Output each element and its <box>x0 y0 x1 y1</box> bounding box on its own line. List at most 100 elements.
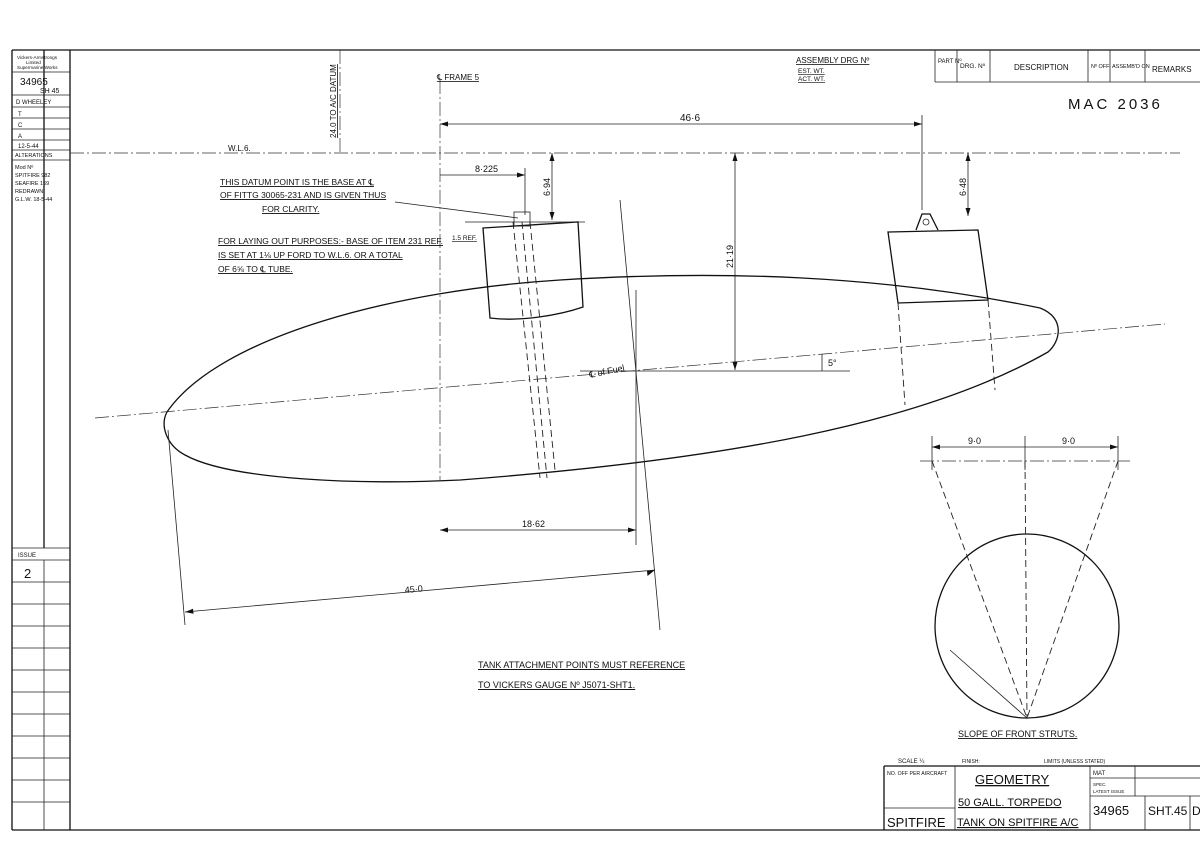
datum-note-line-2: OF FITTG 30065-231 AND IS GIVEN THUS <box>220 190 386 200</box>
torpedo-tank-outline <box>163 274 1059 483</box>
title-sheet: SHT.45 <box>1148 804 1188 818</box>
dim-span-top: 46·6 <box>680 113 700 124</box>
front-strut-hidden-1 <box>512 221 541 479</box>
datum-label: 24.0 TO A/C DATUM <box>329 64 338 138</box>
arrow-icon <box>628 527 636 533</box>
strut-slope-left <box>931 460 1028 719</box>
assembly-drg-label: ASSEMBLY DRG Nº <box>796 56 869 65</box>
front-strut-hidden-3 <box>529 221 556 471</box>
datum-note-line-1: THIS DATUM POINT IS THE BASE AT ℄ <box>220 177 374 187</box>
act-wt-label: ACT. WT. <box>798 76 825 83</box>
assembly-table <box>934 50 1200 83</box>
sidebar-alteration-4: REDRAWN. <box>15 189 45 195</box>
arrow-icon <box>440 121 448 127</box>
arrow-icon <box>932 444 940 450</box>
remarks-label: REMARKS <box>1152 65 1192 74</box>
limits-label: LIMITS (UNLESS STATED) <box>1044 759 1106 765</box>
latest-issue-label: LATEST ISSUE <box>1093 789 1124 794</box>
no-off-label: Nº OFF <box>1091 63 1110 70</box>
description-label: DESCRIPTION <box>1014 63 1069 72</box>
dim-strut-left: 9·0 <box>968 436 981 446</box>
subtitle-2: TANK ON SPITFIRE A/C <box>957 817 1078 829</box>
dim-lower: 18·62 <box>522 519 545 529</box>
rear-fitting <box>887 229 989 304</box>
arrow-icon <box>549 212 555 220</box>
datum-note: THIS DATUM POINT IS THE BASE AT ℄ OF FIT… <box>220 177 386 214</box>
no-off-per-aircraft-label: NO. OFF PER AIRCRAFT <box>887 771 948 777</box>
handwritten-reference: MAC 2036 <box>1068 96 1163 113</box>
sidebar-issue-label: ISSUE <box>18 553 36 559</box>
title-suffix: D <box>1192 804 1200 818</box>
layout-note: FOR LAYING OUT PURPOSES:- BASE OF ITEM 2… <box>218 236 443 274</box>
sidebar-date: 12-5-44 <box>18 144 39 150</box>
front-fitting <box>482 221 584 320</box>
arrow-icon <box>440 527 448 533</box>
dim-rear-height: 6·48 <box>958 178 968 196</box>
datum-note-line-3: FOR CLARITY. <box>262 204 319 214</box>
sidebar-alteration-3: SEAFIRE 169 <box>15 181 49 187</box>
sidebar-drawing-number: 34965 <box>20 77 48 88</box>
tube-circle <box>934 533 1120 719</box>
frame-label: ℄ FRAME 5 <box>436 73 480 82</box>
attachment-note-line-1: TANK ATTACHMENT POINTS MUST REFERENCE <box>478 660 685 670</box>
drg-no-label: DRG. Nº <box>960 63 986 70</box>
scale-label: SCALE ¼ <box>898 759 925 765</box>
pencil-note: ℄ of Fuel <box>587 363 625 380</box>
sidebar-firm-1: Vickers-Armstrongs <box>17 55 58 60</box>
strut-slope-right <box>1026 460 1119 719</box>
sidebar-alteration-5: G.L.W. 18-5-44 <box>15 197 52 203</box>
finish-label: FINISH: <box>962 759 980 765</box>
dim-fwd-height: 6·94 <box>542 178 552 196</box>
dim-length: 45·0 <box>404 583 423 595</box>
rear-lug <box>915 213 939 231</box>
extension-line-nose <box>167 429 186 626</box>
arrow-icon <box>549 153 555 161</box>
attachment-note-line-2: TO VICKERS GAUGE Nº J5071-SHT1. <box>478 680 635 690</box>
dim-angle: 5° <box>828 358 837 368</box>
dim-fwd-offset: 8·225 <box>475 164 498 174</box>
perpendicular-line <box>619 199 661 631</box>
sidebar-t: T <box>18 112 22 118</box>
front-strut-hidden-2 <box>521 221 548 479</box>
arrow-icon <box>517 172 525 178</box>
sidebar-alteration-1: Mod Nº <box>15 164 33 171</box>
rear-strut-hidden-1 <box>897 302 906 406</box>
spec-label: SPEC. <box>1093 782 1107 787</box>
sidebar-drawn: D WHEELEY <box>16 100 51 106</box>
mat-label: MAT <box>1093 771 1106 777</box>
title: GEOMETRY <box>975 772 1049 787</box>
sidebar-a: A <box>18 134 22 140</box>
arrow-icon <box>914 121 922 127</box>
arrow-icon <box>732 153 738 161</box>
title-block-frame <box>883 765 1200 830</box>
strut-slope-ref <box>949 649 1028 719</box>
wl6-label: W.L.6. <box>228 144 251 153</box>
sidebar-c: C <box>18 123 23 129</box>
arrow-icon <box>732 362 738 370</box>
sidebar-alteration-2: SPITFIRE 982 <box>15 173 50 179</box>
sidebar-alterations-label: ALTERATIONS <box>15 153 53 159</box>
strut-caption: SLOPE OF FRONT STRUTS. <box>958 729 1077 739</box>
rear-lug-hole <box>922 218 930 226</box>
arrow-icon <box>965 208 971 216</box>
dim-line-length <box>184 569 656 613</box>
dim-datum-drop: 21·19 <box>725 245 735 268</box>
arrow-icon <box>185 608 194 614</box>
layout-note-line-2: IS SET AT 1⅛ UP FORD TO W.L.6. OR A TOTA… <box>218 250 403 260</box>
sidebar-firm-3: Supermarine Works <box>17 65 58 70</box>
attachment-note: TANK ATTACHMENT POINTS MUST REFERENCE TO… <box>478 660 685 690</box>
dim-strut-right: 9·0 <box>1062 436 1075 446</box>
sidebar-rows <box>12 71 70 830</box>
layout-note-line-1: FOR LAYING OUT PURPOSES:- BASE OF ITEM 2… <box>218 236 443 246</box>
subtitle-1: 50 GALL. TORPEDO <box>958 797 1062 809</box>
assembled-on-label: ASSEMB'D ON <box>1112 64 1150 70</box>
arrow-icon <box>647 570 655 576</box>
rear-strut-hidden-2 <box>987 299 996 391</box>
ref-label: 1.5 REF. <box>452 235 477 242</box>
arrow-icon <box>965 153 971 161</box>
est-wt-label: EST. WT. <box>798 68 825 75</box>
sidebar-firm-2: Limited <box>26 60 41 65</box>
sidebar-sheet: SH 45 <box>40 88 60 95</box>
arrow-icon <box>1110 444 1118 450</box>
